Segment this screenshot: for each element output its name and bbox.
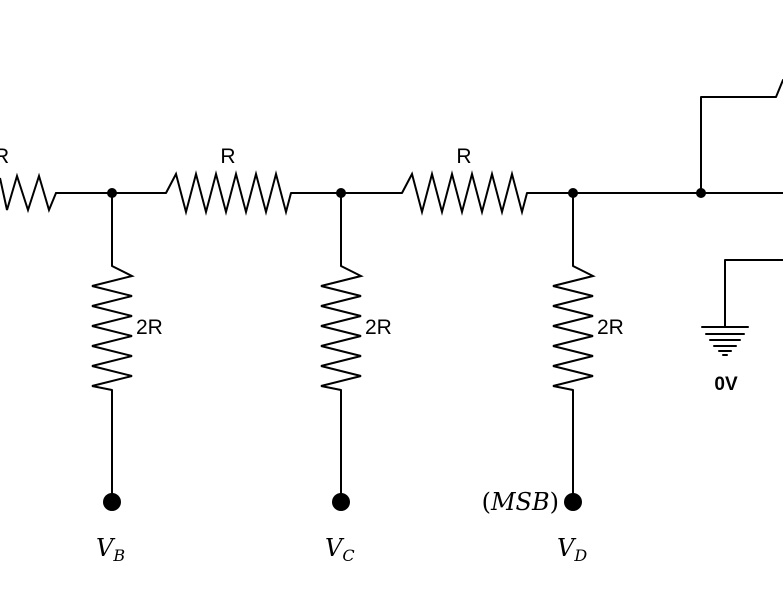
shunt-branch-c bbox=[320, 192, 364, 511]
ground-icon bbox=[701, 326, 749, 356]
label-partial-left: R bbox=[0, 145, 9, 168]
label-shunt-resistor-b: 2R bbox=[136, 316, 163, 339]
shunt-branch-d bbox=[552, 192, 596, 511]
terminal-b-dot bbox=[103, 493, 121, 511]
msb-note: (MSB) bbox=[482, 488, 559, 516]
terminal-label-b: VB bbox=[96, 534, 125, 565]
label-series-resistor-1: R bbox=[220, 145, 235, 168]
label-shunt-resistor-c: 2R bbox=[365, 316, 392, 339]
wire-ground-path bbox=[724, 259, 783, 328]
wire-feedback bbox=[700, 79, 783, 194]
label-series-resistor-2: R bbox=[456, 145, 471, 168]
resistor-shunt-c bbox=[320, 265, 364, 391]
terminal-d-dot bbox=[564, 493, 582, 511]
ground-label: 0V bbox=[714, 374, 738, 395]
resistor-shunt-b bbox=[91, 265, 135, 391]
shunt-branch-b bbox=[91, 192, 135, 511]
opamp-node-junction bbox=[696, 188, 706, 198]
resistor-shunt-d bbox=[552, 265, 596, 391]
resistor-series-1 bbox=[165, 170, 292, 216]
terminal-label-d: VD bbox=[557, 534, 587, 565]
resistor-partial-left bbox=[0, 172, 112, 214]
label-shunt-resistor-d: 2R bbox=[597, 316, 624, 339]
terminal-label-c: VC bbox=[325, 534, 355, 565]
terminal-c-dot bbox=[332, 493, 350, 511]
resistor-series-2 bbox=[401, 170, 528, 216]
